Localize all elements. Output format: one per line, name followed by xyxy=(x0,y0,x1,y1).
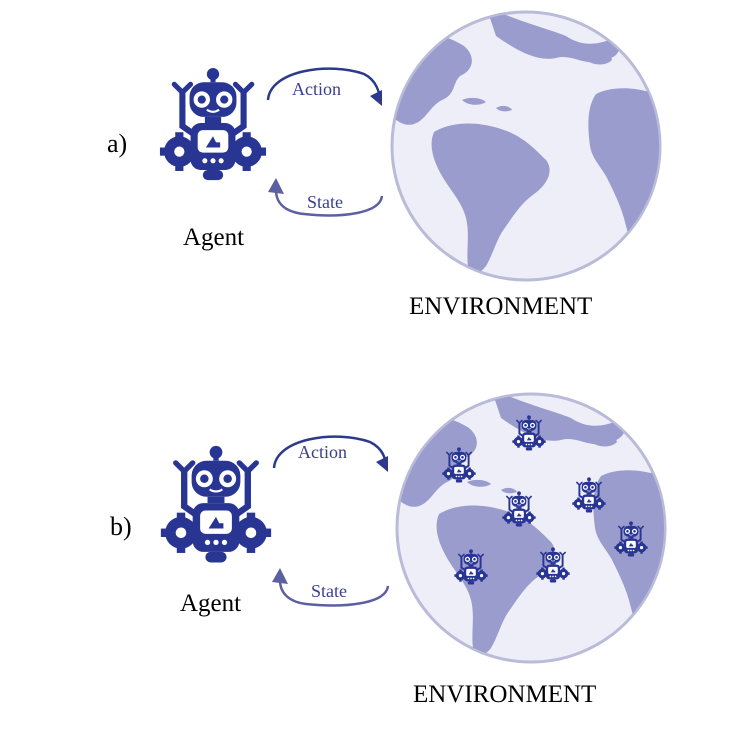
panel-a: a) Agent Action State ENVIRONMENT xyxy=(107,6,676,320)
environment-label: ENVIRONMENT xyxy=(413,681,596,708)
state-label: State xyxy=(307,192,343,212)
state-arrow xyxy=(278,579,390,607)
action-arrowhead xyxy=(376,456,388,472)
state-arrowhead xyxy=(268,178,284,194)
globe-icon xyxy=(389,388,681,662)
agent-label: Agent xyxy=(183,224,244,251)
state-arrowhead xyxy=(272,568,288,584)
panel-b: b) Agent Action State ENVIRONMENT xyxy=(110,388,681,708)
panel-label: a) xyxy=(107,129,127,158)
state-arrow xyxy=(274,189,384,217)
action-label: Action xyxy=(292,79,341,99)
environment-label: ENVIRONMENT xyxy=(409,293,592,320)
agent-label: Agent xyxy=(180,590,241,617)
action-arrow xyxy=(266,67,382,103)
panel-label: b) xyxy=(110,512,132,541)
robot-icon xyxy=(160,68,266,180)
action-arrowhead xyxy=(370,90,382,106)
action-label: Action xyxy=(298,442,347,462)
robot-icon xyxy=(161,446,271,563)
globe-icon xyxy=(384,6,676,280)
action-arrow xyxy=(272,435,388,469)
state-label: State xyxy=(311,581,347,601)
